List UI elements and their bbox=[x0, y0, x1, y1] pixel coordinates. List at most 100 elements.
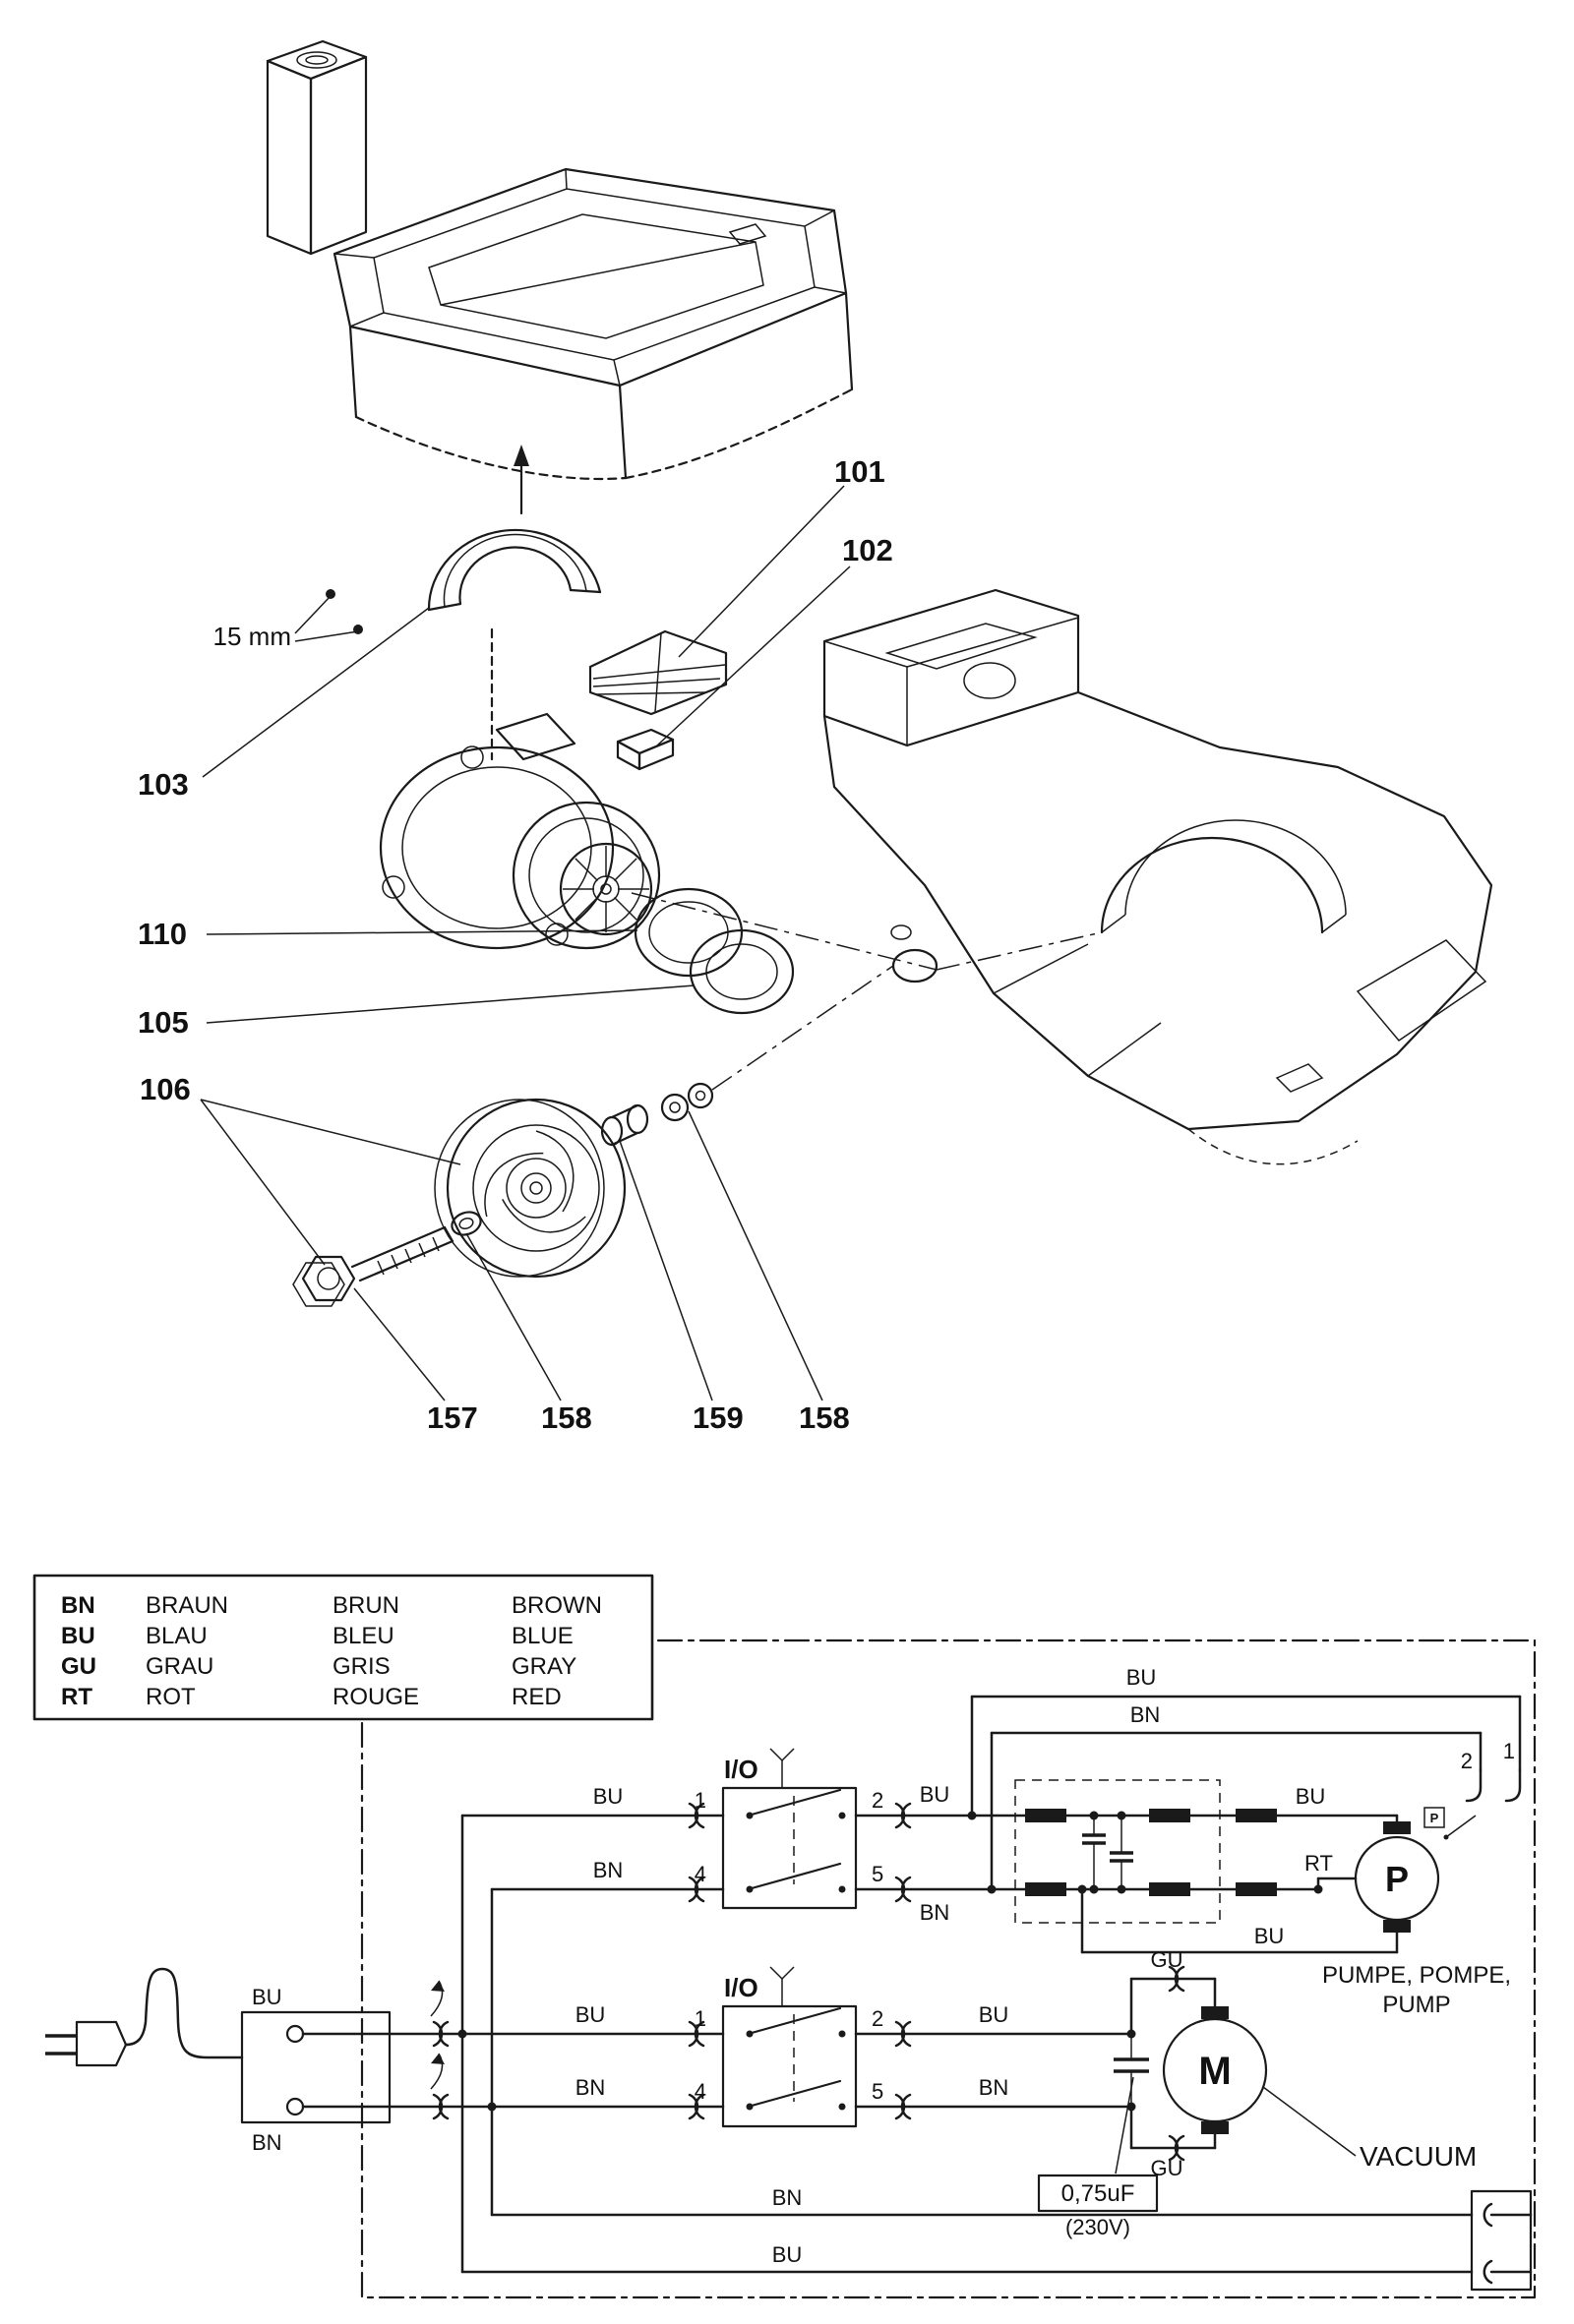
wire-label-bu-io1-left: BU bbox=[593, 1784, 624, 1809]
exploded-view: 15 mm bbox=[138, 39, 1493, 1435]
pump-plug-pin-2: 2 bbox=[1461, 1749, 1473, 1773]
sleeve-159 bbox=[600, 1103, 649, 1147]
wire-label-bn-io2-left: BN bbox=[575, 2075, 606, 2100]
legend-fr-bu: BLEU bbox=[333, 1623, 394, 1649]
part-101-wedge bbox=[588, 629, 728, 716]
vacuum-motor: M VACUUM bbox=[1162, 2006, 1477, 2172]
wire-label-bn-io1-left: BN bbox=[593, 1858, 624, 1882]
wire-label-bu-io1-right: BU bbox=[920, 1782, 950, 1807]
legend-code-rt: RT bbox=[61, 1684, 92, 1710]
legend-de-bu: BLAU bbox=[146, 1623, 208, 1649]
io-lower-label: I/O bbox=[724, 1973, 758, 2002]
mains-plug bbox=[45, 1967, 244, 2067]
legend-de-bn: BRAUN bbox=[146, 1592, 228, 1619]
impeller bbox=[559, 842, 653, 936]
wire-label-bu-plug: BU bbox=[252, 1985, 282, 2009]
io-upper-label: I/O bbox=[724, 1755, 758, 1784]
wire-label-gu-top: GU bbox=[1151, 1947, 1183, 1972]
part-label-158-right: 158 bbox=[799, 1400, 850, 1435]
wire-label-bn-bottom: BN bbox=[772, 2185, 803, 2210]
pump-plug-pin-1: 1 bbox=[1503, 1739, 1515, 1763]
saddle-part-103 bbox=[427, 528, 602, 761]
legend-code-bn: BN bbox=[61, 1592, 95, 1619]
legend-box bbox=[32, 1574, 654, 1721]
part-label-157: 157 bbox=[427, 1400, 478, 1435]
wire-label-bu-bottom: BU bbox=[772, 2242, 803, 2267]
washer-158-left bbox=[451, 1211, 482, 1236]
io-switch-upper: I/O 1 2 4 5 bbox=[695, 1748, 883, 1910]
wire-label-gu-bottom: GU bbox=[1151, 2156, 1183, 2180]
pump-symbol: P bbox=[1385, 1859, 1409, 1899]
io-lower-pin-2: 2 bbox=[872, 2006, 883, 2031]
io-lower-pin-1: 1 bbox=[695, 2006, 706, 2031]
io-upper-pin-5: 5 bbox=[872, 1862, 883, 1886]
part-label-102: 102 bbox=[842, 533, 893, 567]
part-label-105: 105 bbox=[138, 1005, 189, 1040]
io-lower-pin-5: 5 bbox=[872, 2079, 883, 2104]
capacitor-voltage: (230V) bbox=[1065, 2215, 1130, 2239]
part-102-clip bbox=[616, 728, 675, 771]
wire-label-rt: RT bbox=[1304, 1851, 1333, 1876]
legend-fr-bn: BRUN bbox=[333, 1592, 399, 1619]
io-upper-pin-4: 4 bbox=[695, 1862, 706, 1886]
washers-158-right bbox=[660, 965, 894, 1122]
assembly-axis-line bbox=[631, 892, 938, 971]
connector-box-right bbox=[1470, 2189, 1533, 2292]
tank-housing-drawing bbox=[266, 39, 854, 481]
pump-plug-connector: 2 1 P bbox=[1423, 1739, 1522, 1840]
dimension-15mm-label: 15 mm bbox=[213, 622, 291, 651]
motor-assembly-drawing bbox=[379, 712, 661, 950]
legend-de-gu: GRAU bbox=[146, 1653, 213, 1680]
pressure-switch: P bbox=[1423, 1807, 1477, 1840]
capacitor-value: 0,75uF bbox=[1061, 2180, 1135, 2207]
io-switch-lower: I/O 1 2 4 5 bbox=[695, 1966, 883, 2128]
wire-label-bn-plug: BN bbox=[252, 2130, 282, 2155]
vacuum-symbol: M bbox=[1198, 2050, 1231, 2093]
boundary-frame bbox=[360, 1639, 1537, 2299]
pressure-switch-label: P bbox=[1430, 1811, 1439, 1825]
wiring-diagram: BN BRAUN BRUN BROWN BU BLAU BLEU BLUE GU… bbox=[32, 1574, 1537, 2299]
seal-105 bbox=[689, 928, 795, 1015]
part-label-106: 106 bbox=[140, 1072, 191, 1106]
legend-en-bn: BROWN bbox=[512, 1592, 602, 1619]
wheel-106 bbox=[434, 1098, 627, 1279]
part-label-158-left: 158 bbox=[541, 1400, 592, 1435]
legend-fr-gu: GRIS bbox=[333, 1653, 391, 1680]
dimension-15mm: 15 mm bbox=[213, 589, 363, 651]
chassis-drawing bbox=[822, 588, 1493, 1165]
bolt-157 bbox=[292, 1225, 454, 1307]
legend-de-rt: ROT bbox=[146, 1684, 196, 1710]
legend-code-gu: GU bbox=[61, 1653, 96, 1680]
circuit-wires bbox=[388, 1695, 1522, 2274]
wire-label-bn-top: BN bbox=[1130, 1702, 1161, 1727]
part-label-101: 101 bbox=[834, 454, 885, 489]
wire-label-bu-top: BU bbox=[1126, 1665, 1157, 1690]
io-upper-pin-2: 2 bbox=[872, 1788, 883, 1813]
wire-label-bn-io2-right: BN bbox=[979, 2075, 1009, 2100]
wire-label-bu-io2-left: BU bbox=[575, 2002, 606, 2027]
wire-label-bu-pump-bottom: BU bbox=[1254, 1924, 1285, 1948]
legend-en-rt: RED bbox=[512, 1684, 562, 1710]
capacitor-value-box: 0,75uF (230V) bbox=[1037, 2076, 1159, 2239]
part-label-159: 159 bbox=[693, 1400, 744, 1435]
filter-network bbox=[1014, 1779, 1277, 1924]
pump-caption-line1: PUMPE, POMPE, bbox=[1322, 1962, 1511, 1989]
part-label-103: 103 bbox=[138, 767, 189, 802]
mains-cable bbox=[124, 1967, 244, 2059]
legend-fr-rt: ROUGE bbox=[333, 1684, 419, 1710]
leader-lines bbox=[200, 485, 851, 1401]
run-capacitor bbox=[1114, 2034, 1149, 2107]
wire-label-bu-pump-top: BU bbox=[1296, 1784, 1326, 1809]
legend-en-bu: BLUE bbox=[512, 1623, 574, 1649]
io-upper-pin-1: 1 bbox=[695, 1788, 706, 1813]
pump-motor: P bbox=[1354, 1821, 1440, 1933]
lift-arrow bbox=[514, 445, 529, 515]
terminal-block: BU BN bbox=[240, 1985, 392, 2155]
part-label-110: 110 bbox=[138, 917, 187, 951]
wire-label-bn-io1-right: BN bbox=[920, 1900, 950, 1925]
color-legend: BN BRAUN BRUN BROWN BU BLAU BLEU BLUE GU… bbox=[32, 1574, 654, 1721]
vacuum-caption: VACUUM bbox=[1360, 2141, 1477, 2172]
io-lower-pin-4: 4 bbox=[695, 2079, 706, 2104]
legend-code-bu: BU bbox=[61, 1623, 95, 1649]
wire-label-bu-io2-right: BU bbox=[979, 2002, 1009, 2027]
